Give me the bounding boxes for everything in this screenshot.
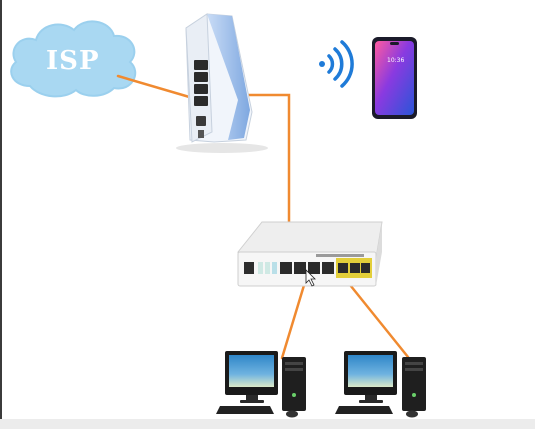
network-switch-icon [236, 221, 383, 287]
bottom-band [0, 419, 535, 429]
smartphone-icon: 10:36 [372, 37, 417, 119]
desktop-computer-icon [216, 351, 306, 418]
desktop-computer-icon [335, 351, 426, 418]
wifi-signal-icon [319, 40, 354, 88]
mouse-cursor-icon [305, 269, 316, 287]
cloud-icon: ISP [10, 20, 137, 98]
isp-label: ISP [46, 46, 100, 76]
wireless-router-icon [176, 13, 268, 153]
left-border [0, 0, 2, 429]
cables [116, 74, 410, 360]
phone-clock: 10:36 [387, 57, 404, 64]
